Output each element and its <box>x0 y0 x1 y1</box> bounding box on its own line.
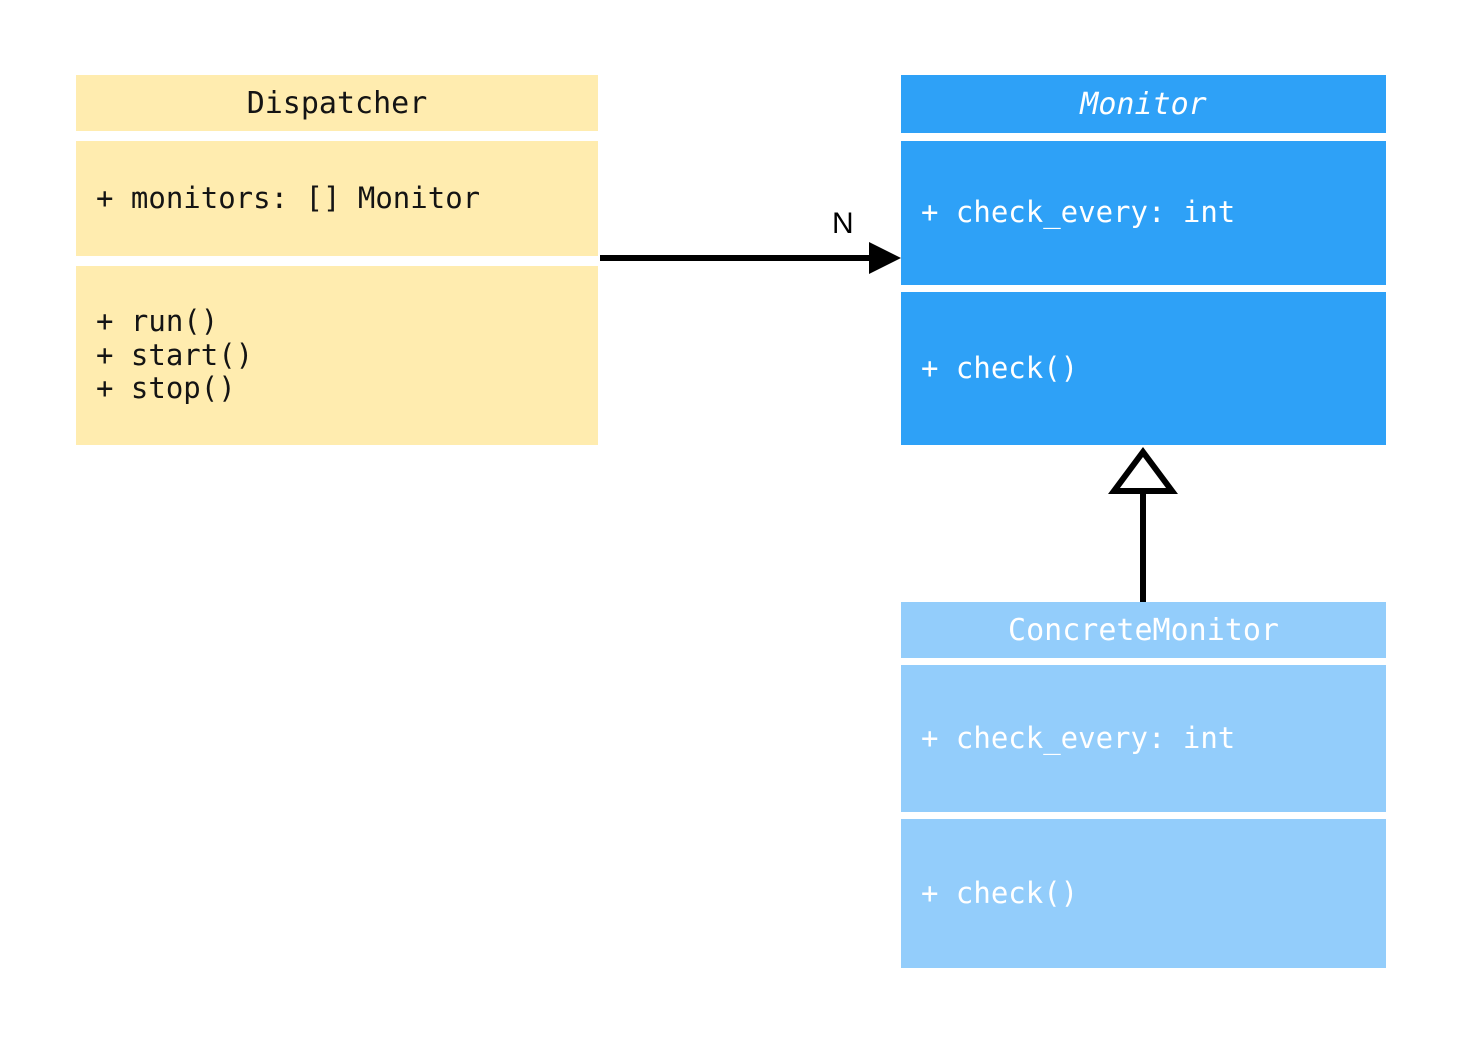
method-row: + start() <box>96 337 254 372</box>
method-row: + run() <box>96 303 219 338</box>
method-row: + stop() <box>96 371 236 406</box>
association-multiplicity-label: N <box>832 207 854 240</box>
compartment-separator <box>901 658 1386 665</box>
attribute-row: + check_every: int <box>921 195 1236 230</box>
attributes-compartment-concretemonitor: + check_every: int <box>901 665 1386 812</box>
class-name-concretemonitor: ConcreteMonitor <box>901 602 1386 658</box>
compartment-separator <box>76 131 598 141</box>
class-name-label: ConcreteMonitor <box>1008 612 1279 648</box>
compartment-separator <box>901 812 1386 819</box>
attributes-compartment-monitor: + check_every: int <box>901 141 1386 285</box>
uml-class-concretemonitor[interactable]: ConcreteMonitor + check_every: int + che… <box>901 602 1386 968</box>
attributes-compartment-dispatcher: + monitors: [] Monitor <box>76 141 598 256</box>
uml-class-monitor[interactable]: Monitor + check_every: int + check() <box>901 75 1386 445</box>
methods-compartment-dispatcher: + run() + start() + stop() <box>76 266 598 445</box>
method-row: + check() <box>921 875 1079 910</box>
methods-compartment-monitor: + check() <box>901 292 1386 445</box>
class-name-label: Dispatcher <box>246 85 428 121</box>
method-row: + check() <box>921 350 1079 385</box>
compartment-separator <box>901 133 1386 141</box>
association-dispatcher-monitor <box>600 242 901 274</box>
class-name-dispatcher: Dispatcher <box>76 75 598 131</box>
methods-compartment-concretemonitor: + check() <box>901 819 1386 968</box>
uml-class-dispatcher[interactable]: Dispatcher + monitors: [] Monitor + run(… <box>76 75 598 445</box>
compartment-separator <box>901 285 1386 292</box>
attribute-row: + monitors: [] Monitor <box>96 180 481 215</box>
hollow-triangle-arrowhead-icon <box>1108 446 1178 494</box>
attribute-row: + check_every: int <box>921 720 1236 755</box>
filled-triangle-arrowhead-icon <box>869 242 901 274</box>
class-name-label: Monitor <box>1080 86 1207 122</box>
generalization-concretemonitor-monitor <box>1108 446 1178 602</box>
class-name-monitor: Monitor <box>901 75 1386 133</box>
compartment-separator <box>76 256 598 266</box>
